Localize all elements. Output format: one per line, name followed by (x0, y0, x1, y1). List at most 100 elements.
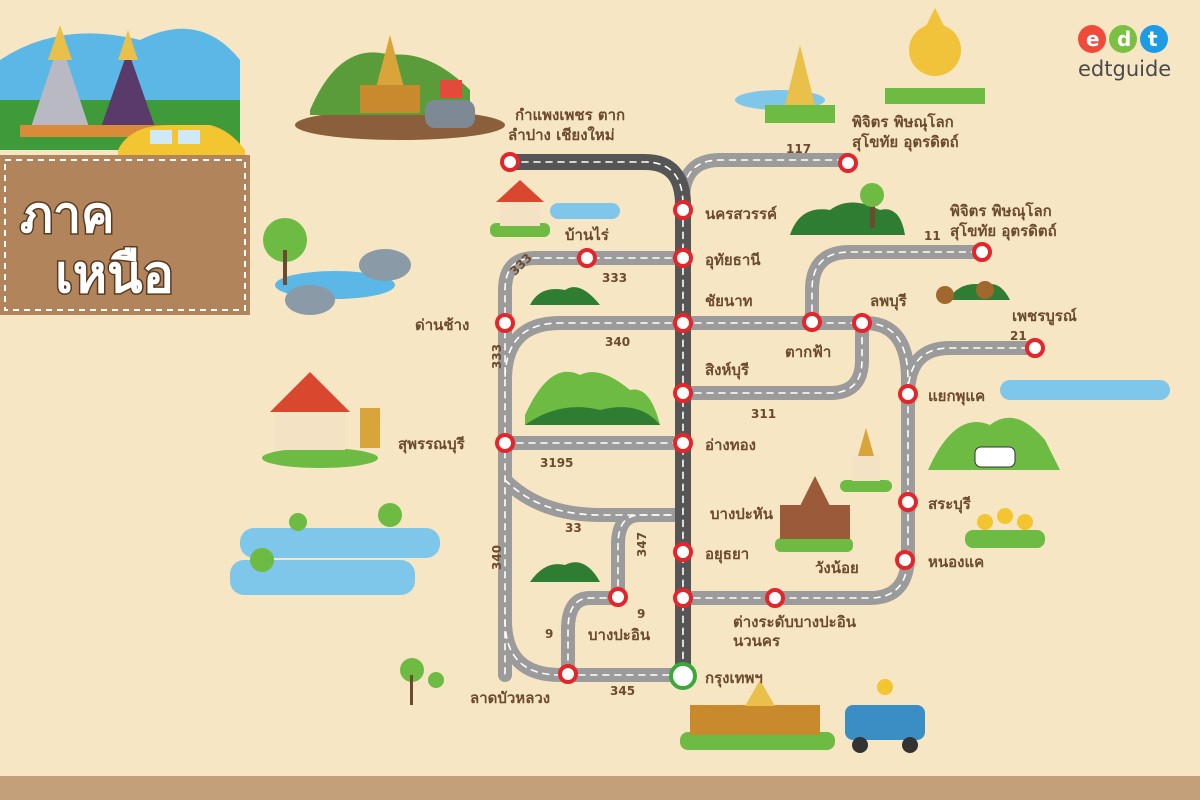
road-label-9b: 9 (545, 627, 553, 641)
road-label-9a: 9 (637, 607, 645, 621)
road-label-33: 33 (565, 521, 582, 535)
label-latbualuang: ลาดบัวหลวง (470, 689, 550, 707)
title-panel (0, 155, 250, 315)
marker-banrai[interactable] (577, 248, 597, 268)
label-angthong: อ่างทอง (705, 436, 756, 454)
label-kamphaeng: กำแพงเพชร ตาก (515, 106, 625, 124)
road-label-333c: 333 (490, 344, 504, 369)
logo-letter-t: t (1148, 27, 1158, 51)
marker-saraburi[interactable] (898, 492, 918, 512)
shrine-angthong-illustration (840, 428, 892, 492)
title-line1: ภาค (20, 186, 114, 244)
marker-lopburi[interactable] (852, 313, 872, 333)
marker-uthai[interactable] (673, 248, 693, 268)
marker-117-end[interactable] (838, 153, 858, 173)
marker-singburi[interactable] (673, 383, 693, 403)
logo-circle-e (1078, 25, 1106, 53)
marker-suphanburi[interactable] (495, 433, 515, 453)
road-label-11: 11 (924, 229, 941, 243)
road-label-21: 21 (1010, 329, 1027, 343)
road-number-labels: 117 11 21 333 333 333 340 340 311 3195 3… (490, 142, 1027, 698)
tuk-tuk-illustration (845, 679, 925, 753)
road-label-340b: 340 (490, 545, 504, 570)
label-lopburi: ลพบุรี (870, 292, 908, 311)
label-uthai: อุทัยธานี (705, 251, 761, 270)
label-phetchabun: เพชรบูรณ์ (1012, 307, 1077, 326)
edtguide-logo[interactable]: e d t edtguide (1078, 25, 1171, 81)
station-markers (495, 152, 1045, 684)
label-bangkok: กรุงเทพฯ (705, 669, 763, 688)
trees-bottom-left-illustration (400, 658, 444, 705)
marker-chainat[interactable] (673, 313, 693, 333)
label-banrai: บ้านไร่ (565, 225, 610, 244)
label-ayutthaya: อยุธยา (705, 545, 749, 564)
wat-banrai-illustration (490, 180, 620, 237)
marker-bangpain[interactable] (608, 587, 628, 607)
ground-strip (0, 776, 1200, 800)
label-danchang: ด่านช้าง (415, 316, 469, 334)
marker-nongkhae[interactable] (895, 550, 915, 570)
road-347 (611, 508, 690, 605)
marker-latbualuang[interactable] (558, 664, 578, 684)
marker-wangnoi[interactable] (765, 588, 785, 608)
road-label-3195: 3195 (540, 456, 573, 470)
label-chainat: ชัยนาท (705, 292, 753, 310)
marker-ayutthaya[interactable] (673, 542, 693, 562)
logo-letter-d: d (1117, 27, 1131, 51)
logo-letter-e: e (1086, 27, 1100, 51)
label-phichit2: พิจิตร พิษณุโลก (950, 201, 1052, 221)
road-label-340a: 340 (605, 335, 630, 349)
marker-yaekphukhae[interactable] (898, 384, 918, 404)
logo-circle-t (1140, 25, 1168, 53)
label-takfa: ตากฟ้า (785, 343, 831, 361)
label-yaekphukhae: แยกพุแค (928, 387, 985, 406)
road-label-345: 345 (610, 684, 635, 698)
wat-suphanburi-illustration (262, 372, 380, 468)
region-title: ภาค เหนือ (19, 185, 176, 307)
sukhothai-buddha-illustration (735, 8, 985, 123)
title-line2: เหนือ (55, 245, 174, 305)
road-340-loop (498, 316, 690, 387)
label-wangnoi: วังน้อย (815, 559, 859, 577)
elephants-lake-illustration (263, 218, 411, 315)
marker-nakhonsawan[interactable] (673, 200, 693, 220)
label-bangpain: บางปะอิน (588, 626, 651, 644)
marker-danchang[interactable] (495, 313, 515, 333)
marker-takfa[interactable] (802, 312, 822, 332)
phetchabun-lake-illustration (1000, 380, 1170, 400)
label-sukhothai1: สุโขทัย อุตรดิตถ์ (852, 132, 959, 152)
label-nongkhae: หนองแค (928, 553, 984, 571)
road-label-117: 117 (786, 142, 811, 156)
marker-kamphaeng[interactable] (500, 152, 520, 172)
road-117 (676, 153, 855, 207)
label-saraburi: สระบุรี (928, 495, 972, 514)
label-nakhonsawan: นครสวรรค์ (705, 205, 777, 223)
prang-wangnoi-illustration (775, 476, 853, 552)
label-lampang: ลำปาง เชียงใหม่ (508, 126, 615, 144)
logo-wordmark: edtguide (1078, 57, 1171, 81)
mountain-cow-illustration (928, 417, 1060, 470)
bush-uthai-illustration (530, 287, 600, 305)
marker-interchange[interactable] (673, 588, 693, 608)
place-labels: กำแพงเพชร ตาก ลำปาง เชียงใหม่ พิจิตร พิษ… (398, 106, 1077, 707)
marker-angthong[interactable] (673, 433, 693, 453)
bush-nakhonsawan-illustration (790, 183, 905, 235)
logo-circle-d (1109, 25, 1137, 53)
marker-bangkok[interactable] (669, 662, 697, 690)
road-311 (676, 316, 869, 400)
marker-11-end[interactable] (972, 242, 992, 262)
mountain-singburi-illustration (525, 371, 660, 425)
sunflowers-illustration (965, 508, 1045, 548)
label-sukhothai2: สุโขทัย อุตรดิตถ์ (950, 221, 1057, 241)
road-label-347: 347 (635, 532, 649, 557)
label-interchange2: นวนคร (733, 632, 781, 650)
bangkok-grand-palace-illustration (680, 680, 835, 750)
label-singburi: สิงห์บุรี (705, 361, 750, 380)
road-11 (805, 245, 989, 330)
road-label-311: 311 (751, 407, 776, 421)
road-label-333b: 333 (602, 271, 627, 285)
label-phichit1: พิจิตร พิษณุโลก (852, 112, 954, 132)
marker-phetchabun[interactable] (1025, 338, 1045, 358)
wat-and-elephant-illustration (295, 35, 505, 140)
